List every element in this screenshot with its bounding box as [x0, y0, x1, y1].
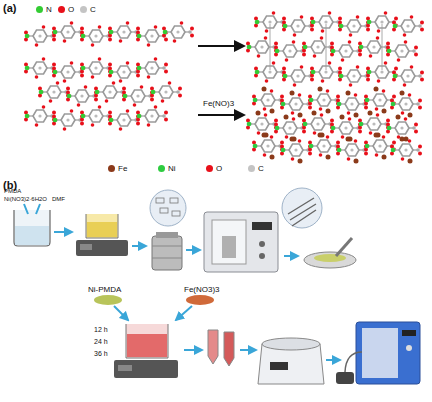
legend-text: O	[216, 165, 222, 173]
beaker	[14, 204, 50, 246]
text-label: 12 h	[94, 326, 108, 333]
powders	[94, 295, 214, 320]
legend-swatch	[206, 165, 213, 172]
legend-swatch	[80, 6, 87, 13]
molecule-chain	[24, 21, 194, 47]
text-label: 24 h	[94, 338, 108, 345]
text-label: Ni(NO3)2·6H2O	[4, 196, 47, 202]
ni-pmda-network	[246, 11, 424, 87]
legend-text: C	[90, 6, 96, 14]
centrifuge	[258, 338, 324, 384]
text-label: 36 h	[94, 350, 108, 357]
legend-text: C	[258, 165, 264, 173]
fe-ni-pmda-network	[246, 87, 422, 164]
stirrer-beaker	[114, 324, 178, 378]
reaction-arrow	[198, 114, 244, 116]
autoclave	[152, 232, 182, 270]
panel-label: (a)	[3, 3, 16, 14]
legend-text: N	[46, 6, 52, 14]
legend-swatch	[58, 6, 65, 13]
legend-text: Ni	[168, 165, 176, 173]
text-label: PMDA	[4, 188, 21, 194]
legend-text: O	[68, 6, 74, 14]
legend-swatch	[158, 165, 165, 172]
legend-swatch	[36, 6, 43, 13]
legend-swatch	[248, 165, 255, 172]
text-label: DMF	[52, 196, 65, 202]
reaction-arrow	[198, 45, 244, 47]
legend-text: Fe	[118, 165, 127, 173]
text-label: Fe(NO)3	[203, 100, 234, 108]
molecule-layers	[24, 57, 182, 131]
mortar	[304, 238, 356, 268]
legend-swatch	[108, 165, 115, 172]
vacuum-oven	[336, 322, 420, 384]
centrifuge-tubes	[208, 330, 234, 366]
crystal-zoom	[282, 188, 322, 228]
magnetic-stirrer	[76, 214, 128, 256]
text-label: Ni-PMDA	[88, 286, 121, 294]
petri-dish-zoom	[150, 190, 186, 226]
text-label: Fe(NO3)3	[184, 286, 220, 294]
oven	[204, 212, 278, 272]
